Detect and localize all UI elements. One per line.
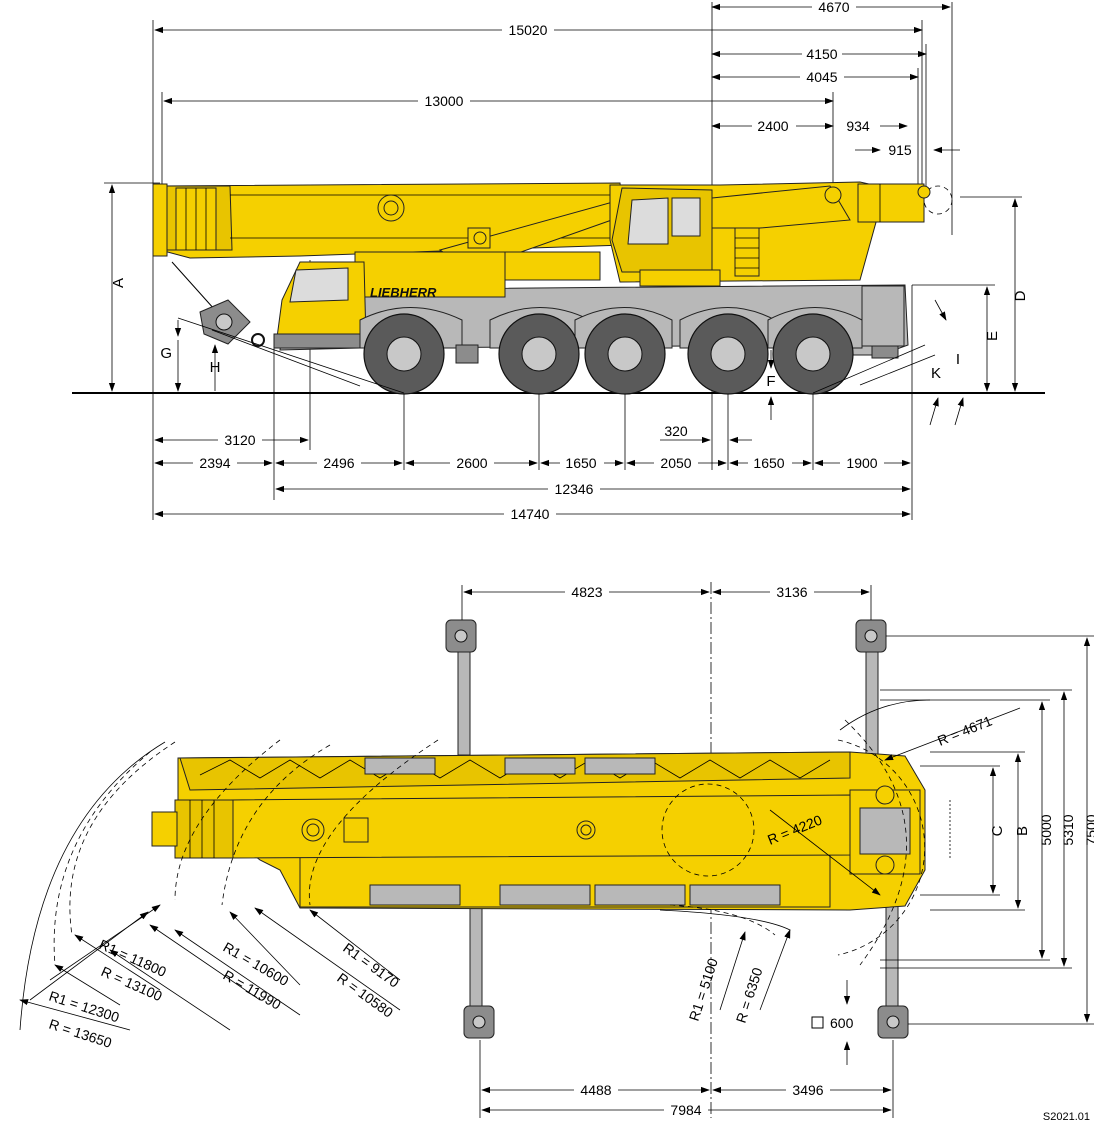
dim-5310: 5310 bbox=[1060, 814, 1076, 845]
dim-13000: 13000 bbox=[425, 93, 464, 109]
dim-7984: 7984 bbox=[670, 1102, 701, 1118]
letter-a: A bbox=[110, 278, 127, 288]
dim-1650-b: 1650 bbox=[753, 455, 784, 471]
top-view-vertical-dims: C B 5000 5310 7500 600 bbox=[811, 635, 1094, 1065]
top-dimension-texts: 4670 15020 4150 4045 13000 2400 934 915 bbox=[418, 0, 912, 158]
dim-2496: 2496 bbox=[323, 455, 354, 471]
radius-6350: R = 6350 bbox=[733, 965, 766, 1025]
dim-600: 600 bbox=[830, 1015, 854, 1031]
letter-d: D bbox=[1012, 290, 1029, 301]
letter-h: H bbox=[210, 359, 221, 376]
dim-2394: 2394 bbox=[199, 455, 230, 471]
dim-12346: 12346 bbox=[555, 481, 594, 497]
top-view-dim-texts: 4823 3136 4488 3496 7984 bbox=[565, 584, 830, 1118]
dim-2050: 2050 bbox=[660, 455, 691, 471]
radius-4671: R = 4671 bbox=[935, 712, 994, 748]
dim-7500: 7500 bbox=[1083, 814, 1094, 845]
dim-3136: 3136 bbox=[776, 584, 807, 600]
dim-4488: 4488 bbox=[580, 1082, 611, 1098]
letter-g: G bbox=[160, 345, 172, 362]
letter-c: C bbox=[989, 825, 1006, 836]
crane-side-body: LIEBHERR bbox=[152, 181, 953, 395]
letter-e: E bbox=[984, 331, 1001, 341]
bottom-dimension-lines bbox=[154, 436, 911, 518]
bottom-dimension-texts: 3120 320 2394 2496 2600 1650 2050 1650 1… bbox=[193, 423, 884, 522]
letter-b: B bbox=[1014, 826, 1031, 836]
crane-top-body bbox=[19, 699, 951, 1031]
dim-4150: 4150 bbox=[806, 46, 837, 62]
dim-15020: 15020 bbox=[509, 22, 548, 38]
letter-i: I bbox=[956, 351, 960, 368]
wheels bbox=[363, 313, 854, 395]
side-view: 4670 15020 4150 4045 13000 2400 934 915 bbox=[72, 0, 1045, 522]
dim-14740: 14740 bbox=[511, 506, 550, 522]
top-view: 4823 3136 4488 3496 7984 C B 5000 bbox=[19, 582, 1094, 1118]
dim-2400: 2400 bbox=[757, 118, 788, 134]
brand-label: LIEBHERR bbox=[370, 285, 437, 300]
dim-4670: 4670 bbox=[818, 0, 849, 15]
drawing-code: S2021.01 bbox=[1043, 1111, 1090, 1123]
vertical-dims: A G H D E F I K bbox=[104, 182, 1029, 426]
radius-leaders bbox=[19, 707, 1021, 1031]
dim-1900: 1900 bbox=[846, 455, 877, 471]
dim-5000: 5000 bbox=[1038, 814, 1054, 845]
dim-3496: 3496 bbox=[792, 1082, 823, 1098]
dim-934: 934 bbox=[846, 118, 870, 134]
extension-lines bbox=[152, 2, 953, 520]
dim-2600: 2600 bbox=[456, 455, 487, 471]
dim-3120: 3120 bbox=[224, 432, 255, 448]
dim-4045: 4045 bbox=[806, 69, 837, 85]
letter-f: F bbox=[766, 373, 775, 390]
dim-4823: 4823 bbox=[571, 584, 602, 600]
dim-320: 320 bbox=[664, 423, 688, 439]
dim-1650-a: 1650 bbox=[565, 455, 596, 471]
letter-k: K bbox=[931, 365, 941, 382]
radius-r1-5100: R1 = 5100 bbox=[686, 956, 721, 1023]
dim-915: 915 bbox=[888, 142, 912, 158]
